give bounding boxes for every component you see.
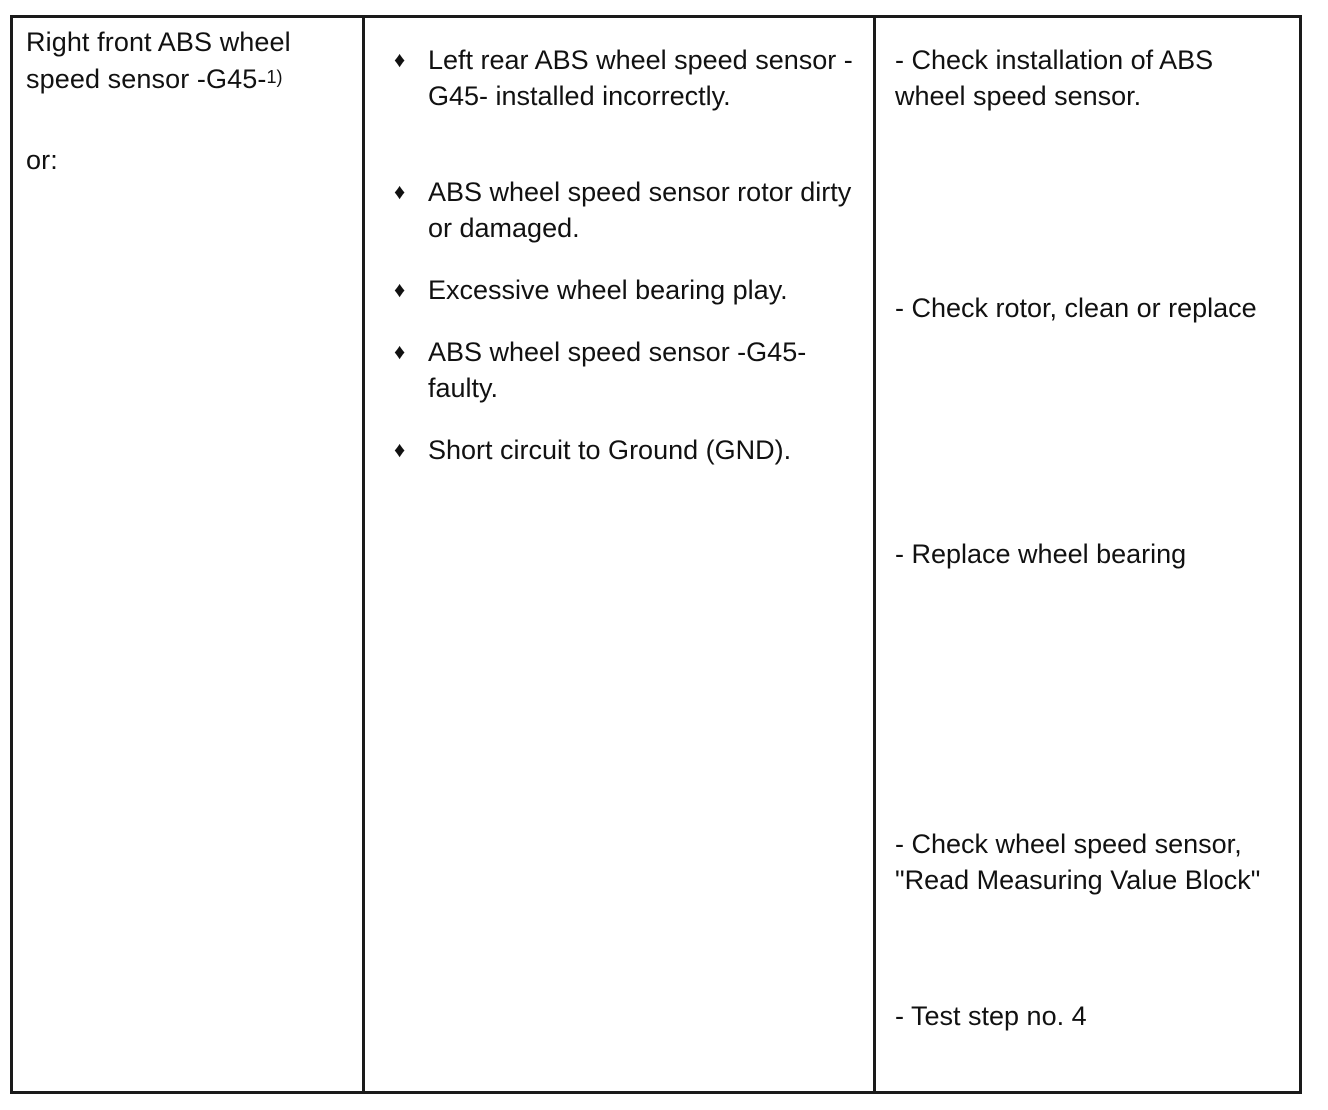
diamond-bullet-icon: ♦ bbox=[394, 339, 406, 364]
column-divider-1 bbox=[362, 15, 365, 1094]
cause-item: ♦ ABS wheel speed sensor rotor dirty or … bbox=[394, 174, 854, 246]
column-divider-2 bbox=[873, 15, 876, 1094]
fault-location-text: Right front ABS wheel speed sensor -G45- bbox=[26, 27, 291, 94]
cause-text: Excessive wheel bearing play. bbox=[428, 275, 788, 305]
cause-text: Short circuit to Ground (GND). bbox=[428, 435, 792, 465]
cause-item: ♦ Excessive wheel bearing play. bbox=[394, 272, 854, 308]
cause-text: Left rear ABS wheel speed sensor -G45- i… bbox=[428, 45, 853, 111]
fault-table bbox=[10, 15, 1302, 1094]
remedy-replace-bearing: - Replace wheel bearing bbox=[895, 539, 1187, 569]
cause-item: ♦ Left rear ABS wheel speed sensor -G45-… bbox=[394, 42, 854, 114]
diamond-bullet-icon: ♦ bbox=[394, 47, 406, 72]
footnote-marker: 1) bbox=[266, 67, 283, 87]
diamond-bullet-icon: ♦ bbox=[394, 277, 406, 302]
cause-item: ♦ Short circuit to Ground (GND). bbox=[394, 432, 854, 468]
remedy-check-installation: - Check installation of ABS wheel speed … bbox=[895, 45, 1214, 111]
cause-text: ABS wheel speed sensor rotor dirty or da… bbox=[428, 177, 852, 243]
cause-text: ABS wheel speed sensor -G45- faulty. bbox=[428, 337, 807, 403]
diamond-bullet-icon: ♦ bbox=[394, 437, 406, 462]
cause-item: ♦ ABS wheel speed sensor -G45- faulty. bbox=[394, 334, 854, 406]
remedy-check-rotor: - Check rotor, clean or replace bbox=[895, 293, 1257, 323]
fault-or-label: or: bbox=[26, 145, 58, 175]
remedy-check-sensor: - Check wheel speed sensor, "Read Measur… bbox=[895, 829, 1261, 895]
remedy-test-step: - Test step no. 4 bbox=[895, 1001, 1087, 1031]
fault-location: Right front ABS wheel speed sensor -G45-… bbox=[26, 24, 346, 98]
diamond-bullet-icon: ♦ bbox=[394, 179, 406, 204]
